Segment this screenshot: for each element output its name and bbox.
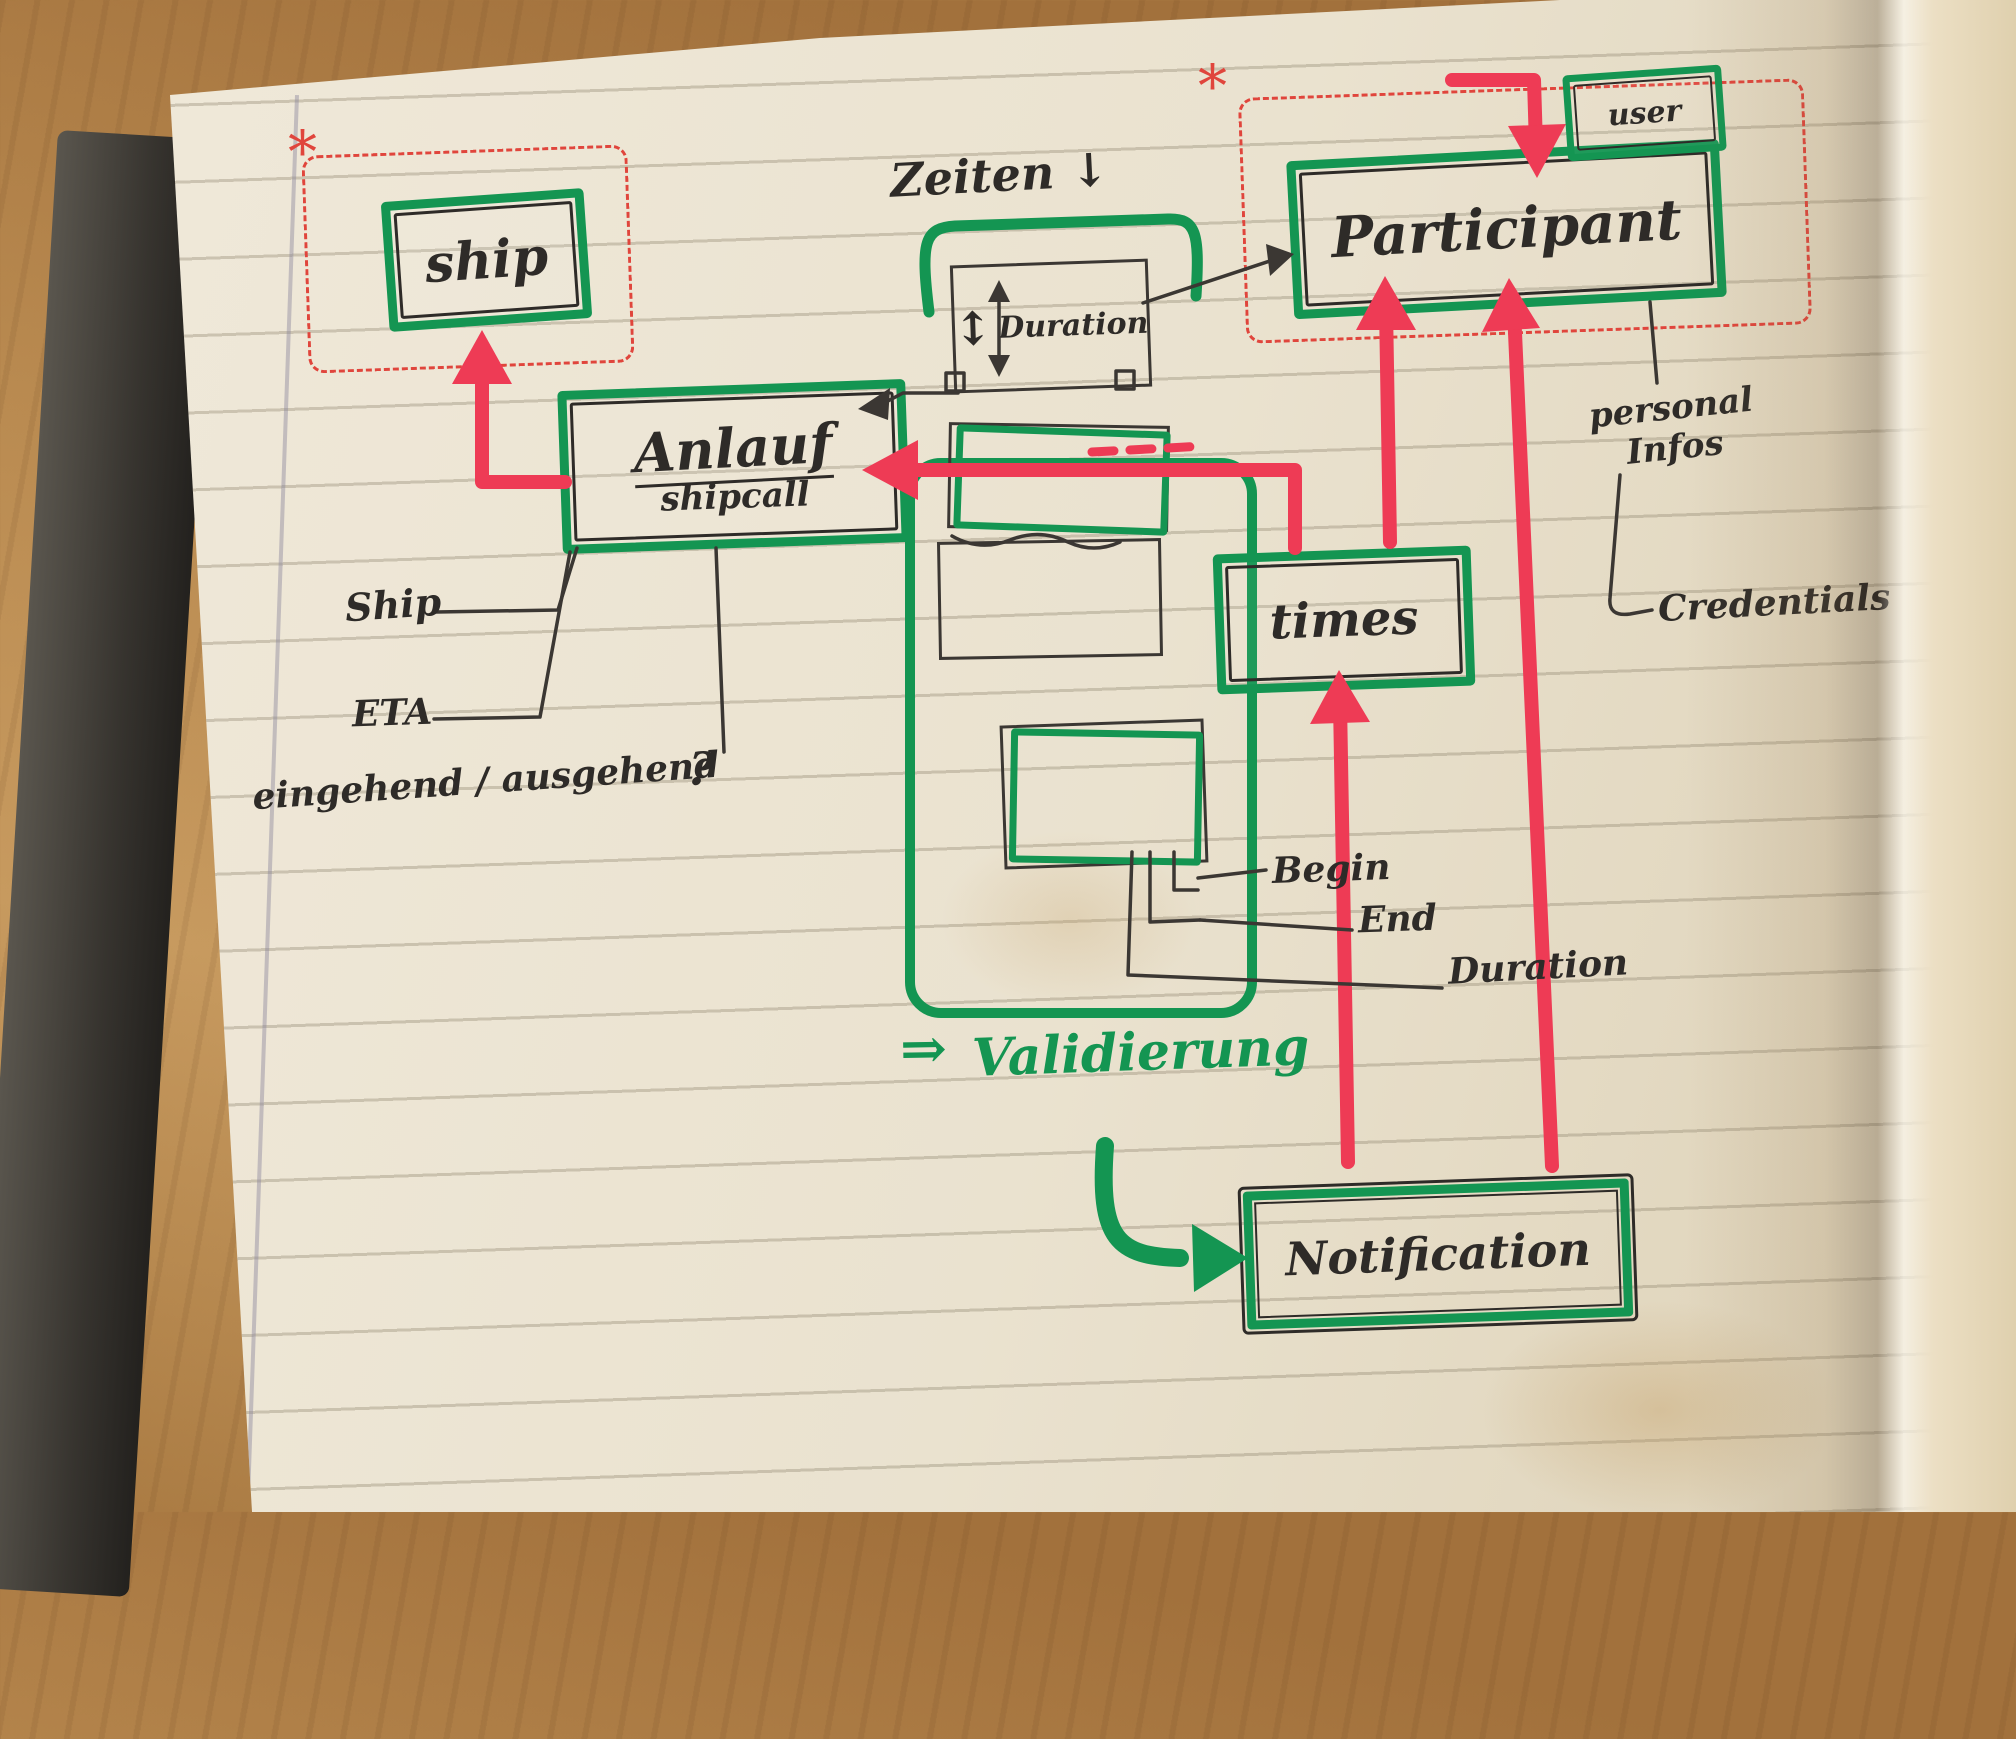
anlauf-node-frame: Anlauf shipcall <box>569 391 899 542</box>
times-node-frame: times <box>1225 557 1463 683</box>
question-mark-label: ? <box>686 741 717 797</box>
participant-node: Participant <box>1286 138 1727 320</box>
down-arrow-icon: ↓ <box>1068 142 1111 199</box>
notebook-photo: { "diagram": { "nodes": { "ship": "ship"… <box>0 0 2016 1598</box>
end-attribute-label: End <box>1357 896 1438 942</box>
begin-attribute-label: Begin <box>1271 845 1392 893</box>
validierung-arrow-icon: ⇒ <box>899 1015 948 1083</box>
anlauf-node-label: Anlauf <box>632 410 835 489</box>
anlauf-node: Anlauf shipcall <box>557 378 911 555</box>
participant-node-frame: Participant <box>1298 151 1715 307</box>
sketch-box-3-green-outline <box>1008 728 1204 866</box>
participant-node-label: Participant <box>1329 186 1684 272</box>
duration-node: ↕ Duration <box>949 258 1153 394</box>
sketch-box-1-green-outline <box>953 424 1171 536</box>
notification-node: Notification <box>1237 1173 1639 1335</box>
ship-node-label: ship <box>422 225 551 295</box>
zeiten-label: Zeiten ↓ <box>889 142 1110 207</box>
ship-node: ship <box>380 188 593 332</box>
ship-node-frame: ship <box>393 200 580 320</box>
notification-node-frame: Notification <box>1254 1189 1622 1319</box>
notification-node-marker: Notification <box>1242 1178 1634 1330</box>
user-node: user <box>1562 64 1727 162</box>
validierung-label: Validierung <box>971 1016 1311 1089</box>
user-node-frame: user <box>1572 75 1717 151</box>
user-node-label: user <box>1606 92 1683 134</box>
asterisk-left: * <box>288 118 317 186</box>
notification-node-label: Notification <box>1284 1221 1592 1287</box>
times-node-label: times <box>1268 589 1420 651</box>
ship-attribute-label: Ship <box>343 578 443 631</box>
duration-node-label: Duration <box>997 305 1149 346</box>
eta-attribute-label: ETA <box>351 690 433 736</box>
paper-stain <box>1480 1300 1840 1512</box>
duration-axis-icon: ↕ <box>952 301 994 357</box>
times-node: times <box>1212 545 1476 695</box>
asterisk-right: * <box>1198 52 1227 120</box>
zeiten-text: Zeiten <box>888 145 1056 208</box>
notebook-page: * * ship Anlauf shipcall Participant use… <box>170 0 2016 1512</box>
sketch-box-2 <box>936 538 1164 660</box>
